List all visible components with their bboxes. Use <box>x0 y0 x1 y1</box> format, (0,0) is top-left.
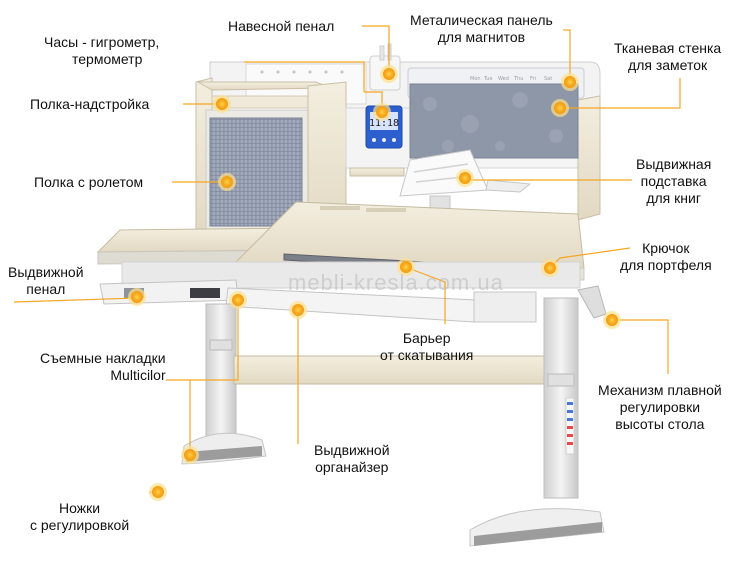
marker-barrier <box>397 258 415 276</box>
marker-mechanism <box>603 311 621 329</box>
marker-pencil-drawer <box>128 288 146 306</box>
label-bag-hook: Крючок для портфеля <box>620 240 712 273</box>
marker-bag-hook <box>541 259 559 277</box>
marker-book-stand <box>456 169 474 187</box>
clock-time: 11:18 <box>369 118 399 129</box>
label-top-shelf: Полка-надстройка <box>30 96 150 112</box>
label-roller-shelf: Полка с ролетом <box>34 174 144 190</box>
crossbar <box>233 355 545 385</box>
callout-markers <box>128 65 621 501</box>
label-roll-barrier: Барьер от скатывания <box>380 330 474 363</box>
marker-clock <box>373 103 391 121</box>
label-book-stand: Выдвижная подставка для книг <box>636 156 712 206</box>
marker-top-shelf <box>213 95 231 113</box>
label-covers: Съемные накладки Multicilor <box>40 350 166 383</box>
svg-text:Mon: Mon <box>470 76 481 82</box>
height-scale <box>565 397 575 455</box>
marker-roller-shelf <box>218 173 236 191</box>
label-magnet-panel: Металическая панель для магнитов <box>410 12 553 45</box>
fabric-pin-wall <box>409 83 579 159</box>
watermark-text: mebli-kresla.com.ua <box>288 270 504 295</box>
left-leg <box>181 303 267 465</box>
label-pull-out-pencil: Выдвижной пенал <box>8 264 84 297</box>
svg-text:Thu: Thu <box>513 76 523 82</box>
drawers <box>99 261 581 323</box>
marker-organizer <box>289 301 307 319</box>
svg-text:Tue: Tue <box>483 76 493 82</box>
marker-covers-leg <box>181 446 199 464</box>
label-clock-hygrometer: Часы - гигрометр, термометр <box>44 34 160 67</box>
svg-text:Fri: Fri <box>530 76 536 82</box>
marker-legs <box>149 483 167 501</box>
svg-text:Sat: Sat <box>544 76 552 82</box>
svg-text:Wed: Wed <box>498 76 509 82</box>
marker-pencil-case <box>380 65 398 83</box>
label-organizer: Выдвижной органайзер <box>314 442 390 475</box>
right-leg <box>469 285 607 547</box>
marker-fabric-wall <box>551 99 569 117</box>
roller-shutter <box>209 117 303 227</box>
marker-covers-drawer <box>229 291 247 309</box>
label-height-mechanism: Механизм плавной регулировки высоты стол… <box>598 382 722 432</box>
label-fabric-wall: Тканевая стенка для заметок <box>614 40 722 73</box>
marker-magnet-panel <box>561 73 579 91</box>
label-legs: Ножки с регулировкой <box>30 500 130 533</box>
label-pencil-case: Навесной пенал <box>228 18 335 34</box>
crank-handle <box>577 285 607 319</box>
